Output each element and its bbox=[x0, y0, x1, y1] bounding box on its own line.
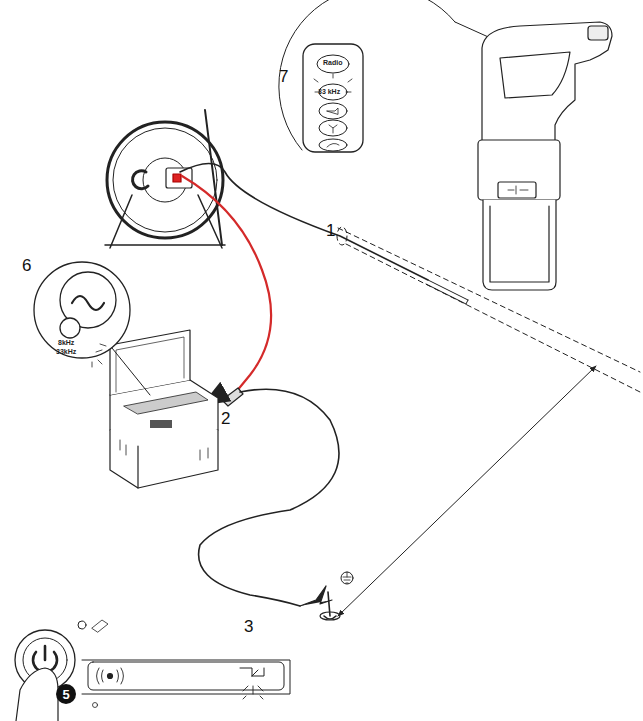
receiver bbox=[478, 22, 612, 290]
lead-plug bbox=[222, 388, 243, 406]
frequency-label: 33 kHz bbox=[318, 88, 340, 95]
frequency-label: 33kHz bbox=[56, 348, 76, 355]
sonde bbox=[426, 280, 468, 304]
red-lead bbox=[182, 176, 271, 392]
callout-number: 6 bbox=[22, 257, 31, 274]
callout-number: 1 bbox=[326, 222, 335, 239]
depth-dimension bbox=[338, 366, 596, 616]
power-button bbox=[15, 620, 108, 721]
callout-number: 5 bbox=[62, 688, 69, 701]
transmitter bbox=[110, 330, 218, 488]
callout-number: 3 bbox=[244, 618, 253, 635]
ground-stake bbox=[300, 572, 353, 620]
flexrod bbox=[180, 164, 428, 281]
callout-number: 7 bbox=[279, 68, 288, 85]
receiver-keypad bbox=[303, 44, 363, 152]
frequency-label: 8kHz bbox=[58, 339, 74, 346]
cable-reel bbox=[105, 110, 225, 248]
callout-number: 2 bbox=[221, 410, 230, 427]
mode-label: Radio bbox=[323, 59, 342, 66]
status-display bbox=[82, 660, 290, 708]
ground-lead bbox=[199, 389, 339, 606]
inset-outline bbox=[279, 0, 455, 150]
transmitter-inset bbox=[34, 262, 150, 395]
